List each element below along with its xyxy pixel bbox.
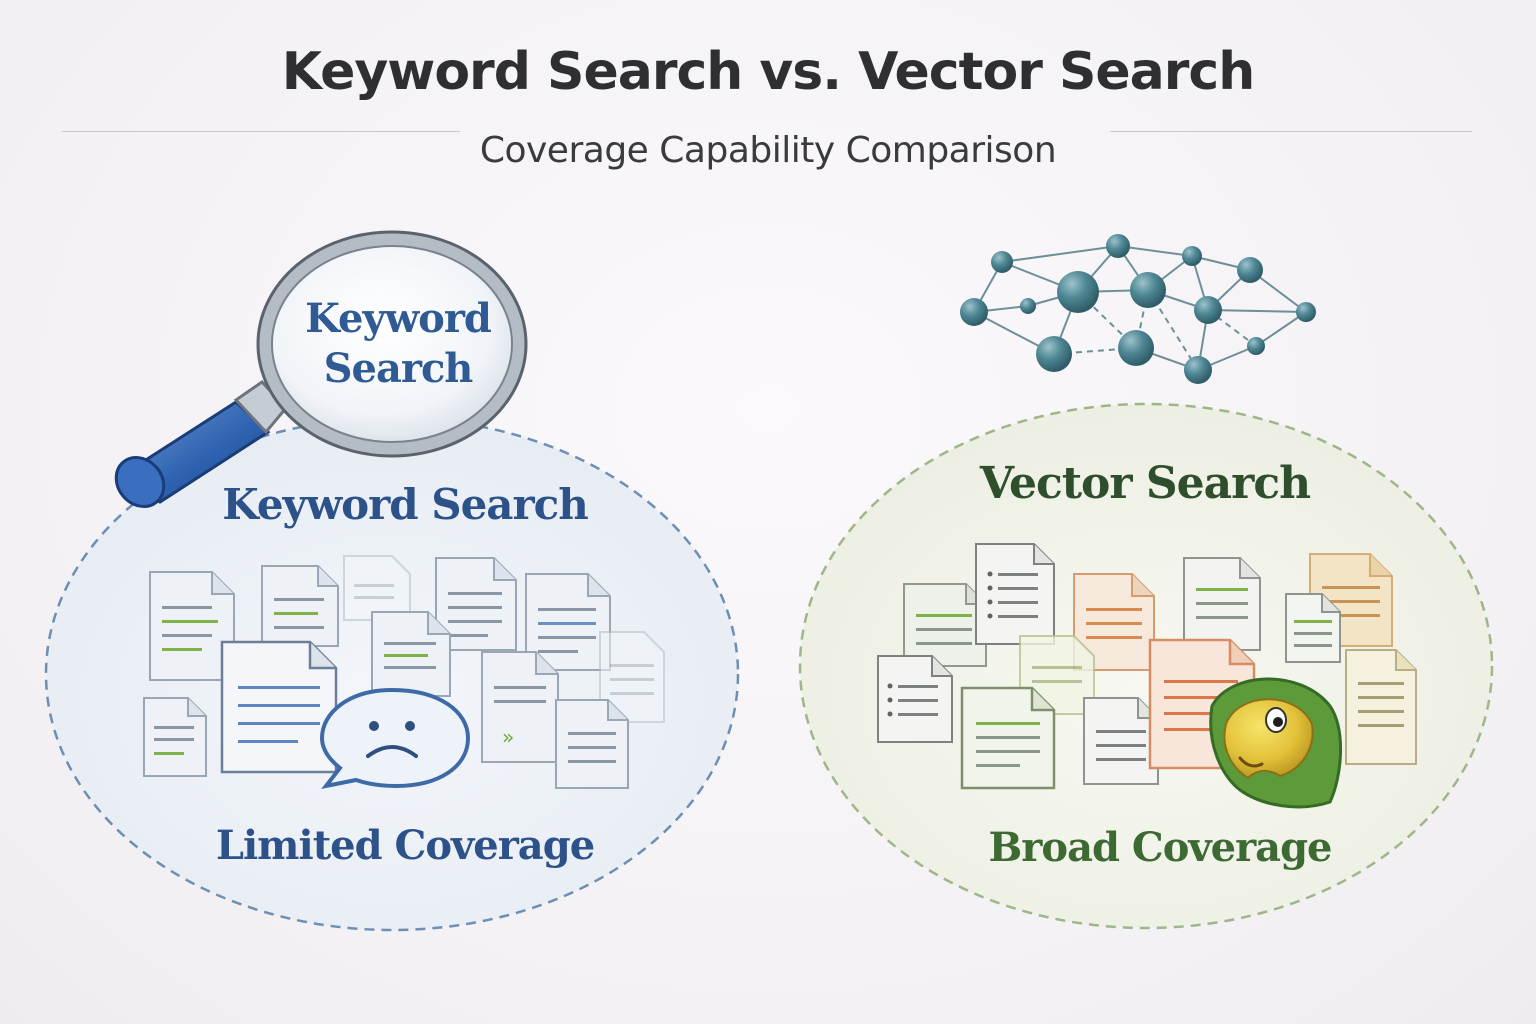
magnifier-lens-label: Keyword Search	[305, 295, 492, 392]
vector-documents	[877, 543, 1417, 790]
document-icon	[1345, 649, 1417, 765]
vector-node	[1057, 271, 1099, 313]
vector-panel	[798, 234, 1494, 930]
document-icon	[1285, 593, 1341, 663]
document-icon	[975, 543, 1055, 645]
document-icon	[435, 557, 517, 651]
keyword-panel: »	[44, 230, 740, 932]
sad-face-speech-bubble-icon	[319, 687, 471, 790]
title-divider-right	[1110, 131, 1472, 132]
document-icon	[343, 555, 411, 621]
vector-node	[991, 251, 1013, 273]
document-icon	[149, 571, 235, 681]
magnifying-glass-icon	[114, 230, 528, 508]
vector-node	[960, 298, 988, 326]
document-icon	[1183, 557, 1261, 651]
page-title: Keyword Search vs. Vector Search	[281, 42, 1256, 102]
keyword-documents: »	[143, 555, 665, 789]
vector-node	[1106, 234, 1130, 258]
vector-node	[1296, 302, 1316, 322]
vector-node	[1247, 337, 1265, 355]
page-subtitle: Coverage Capability Comparison	[479, 130, 1057, 171]
vector-search-heading: Vector Search	[979, 458, 1311, 509]
document-icon	[903, 583, 987, 667]
vector-node	[1182, 246, 1202, 266]
happy-character-icon	[1209, 677, 1343, 809]
svg-text:»: »	[502, 725, 514, 749]
keyword-search-heading: Keyword Search	[222, 480, 589, 529]
document-icon	[143, 697, 207, 777]
vector-node	[1130, 272, 1166, 308]
vector-node	[1020, 298, 1036, 314]
document-icon	[960, 686, 1056, 790]
vector-node	[1036, 336, 1072, 372]
document-icon	[261, 565, 339, 647]
document-icon	[220, 640, 338, 774]
title-divider-left	[62, 131, 460, 132]
vector-node	[1184, 356, 1212, 384]
vector-node	[1194, 296, 1222, 324]
limited-coverage-label: Limited Coverage	[215, 822, 595, 869]
document-icon	[1083, 697, 1159, 785]
document-icon: »	[481, 651, 559, 763]
document-icon	[877, 655, 953, 743]
document-icon	[371, 611, 451, 697]
vector-node	[1118, 330, 1154, 366]
broad-coverage-label: Broad Coverage	[988, 824, 1333, 871]
vector-network-nodes	[960, 234, 1316, 384]
vector-node	[1237, 257, 1263, 283]
document-icon	[1073, 573, 1155, 671]
document-icon	[555, 699, 629, 789]
